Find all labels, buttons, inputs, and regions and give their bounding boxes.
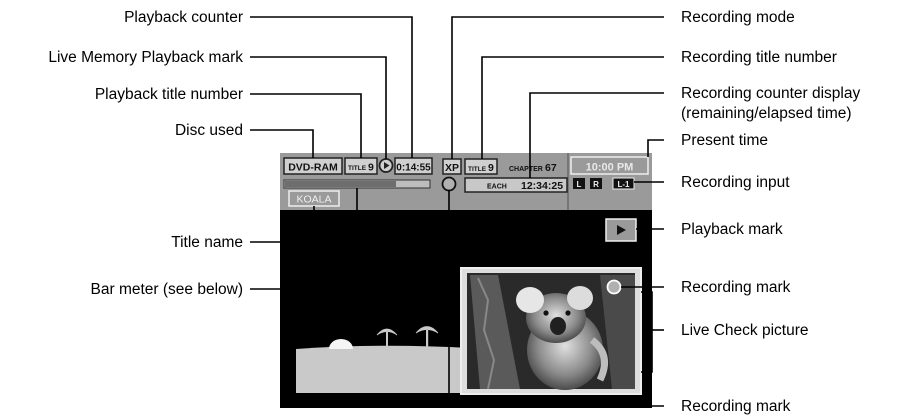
tv-screen: DVD-RAM TITLE 9 0:14:55 XP TITLE 9 CHAPT…: [280, 153, 652, 408]
bar-meter-fill: [285, 181, 396, 187]
callout-recording-mode: Recording mode: [681, 9, 795, 26]
callout-playback-counter: Playback counter: [124, 9, 243, 26]
disc-used-label: DVD-RAM: [288, 162, 338, 174]
callout-recording-counter-display: Recording counter display: [681, 85, 860, 102]
playback-title-number: 9: [368, 162, 374, 174]
callout-bar-meter: Bar meter (see below): [91, 281, 243, 298]
callout-recording-mark: Recording mark: [681, 279, 791, 296]
input-left: L: [577, 180, 582, 189]
ground-shape: [296, 346, 470, 393]
left-callouts: Playback counter Live Memory Playback ma…: [48, 9, 243, 298]
callout-recording-input: Recording input: [681, 174, 790, 191]
chapter-label: CHAPTER: [509, 166, 543, 173]
right-callouts: Recording mode Recording title number Re…: [681, 9, 860, 415]
playback-counter: 0:14:55: [396, 163, 431, 174]
recording-mode: XP: [445, 162, 459, 174]
input-right: R: [593, 180, 599, 189]
callout-recording-mark-bottom: Recording mark: [681, 398, 791, 415]
recording-title-prefix: TITLE: [468, 166, 487, 173]
present-time: 10:00 PM: [586, 162, 634, 174]
callout-live-memory-playback-mark: Live Memory Playback mark: [48, 49, 243, 66]
chapter-number: 67: [545, 162, 557, 174]
recording-mark-picture: [608, 281, 621, 294]
playback-title-prefix: TITLE: [348, 165, 367, 172]
counter-mode: EACH: [487, 184, 507, 191]
recording-title-number: 9: [488, 162, 494, 174]
input-source: L-1: [618, 180, 631, 189]
recording-mark-osd: [443, 178, 456, 191]
callout-title-name: Title name: [171, 234, 243, 251]
callout-playback-title-number: Playback title number: [95, 86, 243, 103]
callout-recording-title-number: Recording title number: [681, 49, 837, 66]
callout-live-check-picture: Live Check picture: [681, 322, 809, 339]
callout-disc-used: Disc used: [175, 122, 243, 139]
callout-playback-mark: Playback mark: [681, 221, 783, 238]
title-name: KOALA: [296, 194, 331, 206]
callout-recording-counter-note: (remaining/elapsed time): [681, 105, 852, 122]
callout-present-time: Present time: [681, 132, 768, 149]
live-check-picture: [461, 268, 641, 394]
recording-counter: 12:34:25: [521, 180, 563, 192]
